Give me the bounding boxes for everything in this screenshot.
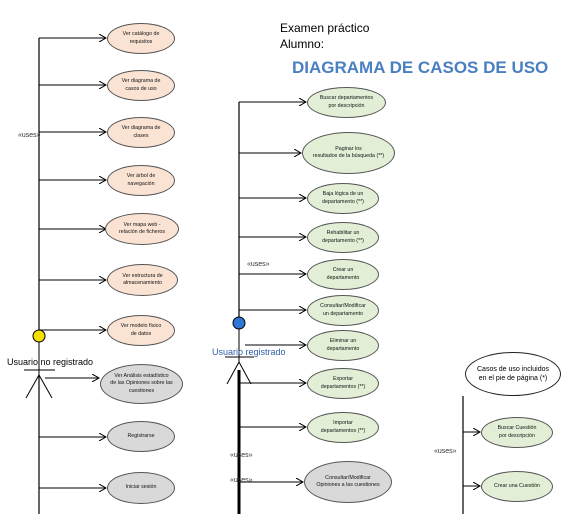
use-case-consultar-modificar-departamento[interactable]: Consultar/Modificar un departamento: [307, 295, 379, 326]
use-case-ver-catalogo[interactable]: Ver catálogo de requisitos: [107, 23, 175, 54]
use-case-buscar-departamentos[interactable]: Buscar departamentos por descripción: [307, 87, 386, 118]
use-case-text: Ver modelo físico de datos: [120, 323, 162, 337]
left-connectors: [39, 38, 106, 488]
right-connectors: [463, 432, 480, 486]
use-case-text: Rehabilitar un departamento (**): [322, 230, 364, 244]
use-case-text: Ver árbol de navegación: [126, 173, 156, 187]
use-case-text: Crear una Cuestión: [494, 482, 540, 489]
use-case-text: Ver estructura de almacenamiento: [122, 272, 163, 286]
use-case-text: Ver diagrama de casos de uso: [121, 78, 161, 92]
exam-line: Examen práctico: [280, 21, 370, 35]
use-case-ver-mapa-web[interactable]: Ver mapa web - relación de ficheros: [105, 213, 179, 245]
use-case-footer-note: Casos de uso incluidos en el pie de pági…: [465, 352, 561, 396]
actor-registered-label: Usuario registrado: [212, 347, 286, 357]
actor-unregistered-figure: [24, 329, 55, 399]
use-case-text: Buscar departamentos por descripción: [319, 95, 374, 109]
use-case-text: Ver diagrama de clases: [121, 125, 161, 139]
use-case-ver-arbol[interactable]: Ver árbol de navegación: [107, 165, 175, 196]
use-case-paginar[interactable]: Paginar los resultados de la búsqueda (*…: [302, 132, 395, 174]
page-title: DIAGRAMA DE CASOS DE USO: [292, 58, 549, 77]
use-case-text: Exportar departamentos (**): [320, 376, 366, 390]
use-case-text: Importar departamentos (**): [320, 420, 366, 434]
use-case-crear-departamento[interactable]: Crear un departamento: [307, 259, 379, 290]
use-case-consultar-opiniones[interactable]: Consultar/Modificar Opiniones a las cues…: [304, 461, 392, 503]
use-case-crear-cuestion[interactable]: Crear una Cuestión: [481, 471, 553, 502]
uses-label-middle-bottom-1: «uses»: [230, 452, 253, 459]
use-case-exportar[interactable]: Exportar departamentos (**): [307, 368, 379, 399]
use-case-buscar-cuestion[interactable]: Buscar Cuestión por descripción: [481, 417, 553, 448]
uses-label-left: «uses»: [18, 132, 41, 139]
middle-connectors: [239, 102, 306, 482]
use-case-text: Consultar/Modificar un departamento: [320, 303, 366, 317]
use-case-text: Registrarse: [127, 432, 155, 439]
use-case-ver-casos-de-uso[interactable]: Ver diagrama de casos de uso: [107, 70, 175, 101]
use-case-text: Paginar los resultados de la búsqueda (*…: [312, 145, 385, 159]
use-case-rehabilitar[interactable]: Rehabilitar un departamento (**): [307, 222, 379, 253]
use-case-ver-modelo-fisico[interactable]: Ver modelo físico de datos: [107, 315, 175, 346]
use-case-baja-logica[interactable]: Baja lógica de un departamento (**): [307, 183, 379, 214]
student-line: Alumno:: [280, 37, 325, 51]
use-case-text: Ver mapa web - relación de ficheros: [119, 221, 165, 235]
use-case-text: Iniciar sesión: [125, 484, 157, 491]
use-case-registrarse[interactable]: Registrarse: [107, 421, 175, 452]
actor-unregistered-label: Usuario no registrado: [7, 357, 94, 367]
use-case-text: Crear un departamento: [326, 267, 360, 281]
use-case-text: Eliminar un departamento: [326, 338, 360, 352]
use-case-text: Baja lógica de un departamento (**): [322, 191, 364, 205]
use-case-importar[interactable]: Importar departamentos (**): [307, 412, 379, 443]
use-case-eliminar-departamento[interactable]: Eliminar un departamento: [307, 330, 379, 361]
use-case-iniciar-sesion[interactable]: Iniciar sesión: [107, 472, 175, 504]
use-case-text: Ver catálogo de requisitos: [122, 31, 160, 45]
use-case-text: Casos de uso incluidos en el pie de pági…: [477, 365, 549, 382]
use-case-text: Ver Análisis estadístico de las Opinione…: [110, 373, 173, 394]
actor-registered-figure: [225, 316, 254, 385]
use-case-ver-estructura[interactable]: Ver estructura de almacenamiento: [107, 264, 178, 296]
uses-label-middle-top: «uses»: [247, 261, 270, 268]
uses-label-right: «uses»: [434, 448, 457, 455]
uses-label-middle-bottom-2: «uses»: [230, 477, 253, 484]
use-case-text: Consultar/Modificar Opiniones a las cues…: [316, 474, 380, 488]
use-case-text: Buscar Cuestión por descripción: [497, 425, 537, 439]
use-case-ver-analisis[interactable]: Ver Análisis estadístico de las Opinione…: [100, 364, 183, 404]
use-case-ver-clases[interactable]: Ver diagrama de clases: [107, 117, 175, 148]
